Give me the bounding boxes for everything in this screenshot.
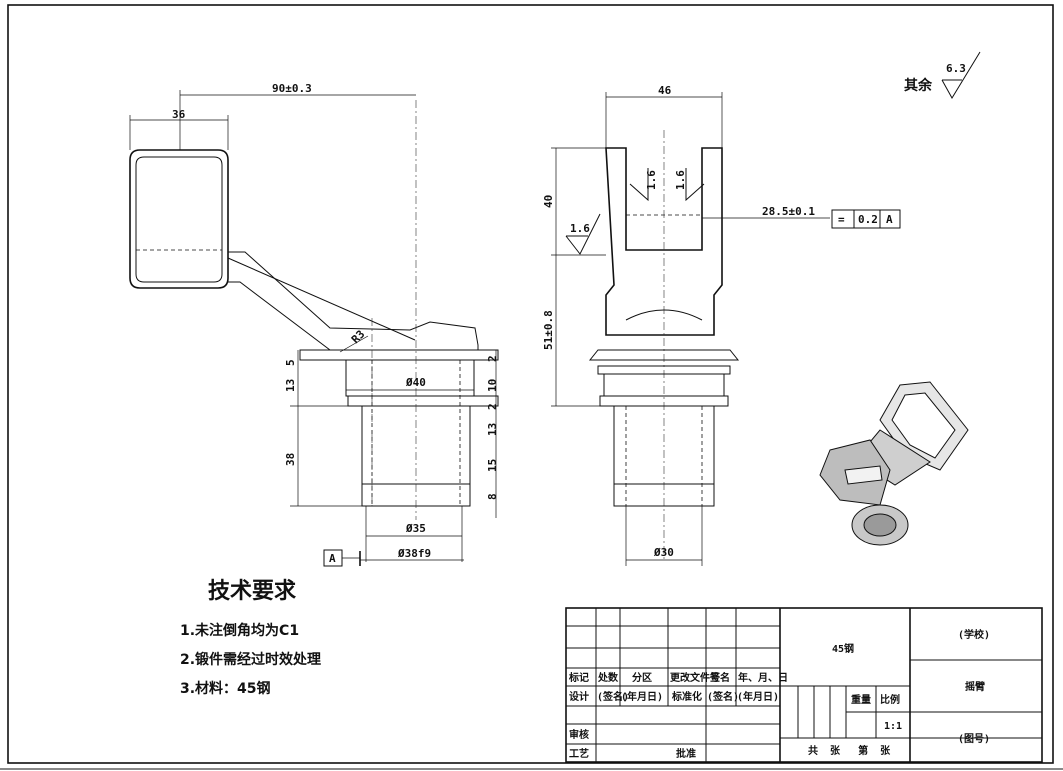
dim-h38: 38 bbox=[284, 453, 297, 466]
tb-scale-value: 1:1 bbox=[884, 721, 902, 732]
dim-d40: Ø40 bbox=[405, 376, 426, 389]
arm-lower-edge bbox=[228, 281, 332, 351]
requirements-title: 技术要求 bbox=[208, 579, 296, 604]
surface-finish-note: 其余 6.3 bbox=[904, 51, 981, 99]
side-top-flange bbox=[588, 349, 740, 361]
dim-h13: 13 bbox=[284, 379, 297, 392]
tb-process: 工艺 bbox=[569, 747, 589, 760]
tb-design-sign: (签名) bbox=[597, 690, 629, 703]
dim-r13: 13 bbox=[486, 423, 499, 436]
tb-date: 年、月、日 bbox=[738, 671, 788, 684]
side-dim-offset: 28.5±0.1 bbox=[762, 205, 815, 218]
tb-count: 处数 bbox=[597, 671, 619, 684]
top-flange bbox=[299, 349, 499, 361]
tb-drawing-no: (图号) bbox=[958, 733, 990, 745]
tb-review: 审核 bbox=[569, 728, 589, 741]
technical-requirements: 技术要求 1.未注倒角均为C1 2.锻件需经过时效处理 3.材料：45钢 bbox=[180, 579, 321, 697]
dim-h5: 5 bbox=[284, 359, 297, 366]
tolerance-datum: A bbox=[886, 213, 893, 226]
surface-finish-label: 其余 bbox=[904, 77, 933, 94]
surface-finish-value: 6.3 bbox=[946, 62, 966, 75]
arm-upper-edge bbox=[228, 251, 479, 350]
tolerance-value: 0.2 bbox=[858, 213, 878, 226]
dim-r8: 8 bbox=[486, 493, 499, 500]
side-dim-h51: 51±0.8 bbox=[542, 310, 555, 350]
dim-r10: 10 bbox=[486, 379, 499, 392]
drawing-frame bbox=[7, 4, 1054, 764]
tb-standard-date: (年月日) bbox=[737, 690, 779, 703]
dim-d35: Ø35 bbox=[405, 522, 426, 535]
tb-sheets: 共 张 第 张 bbox=[808, 744, 891, 757]
handle-outer-outline bbox=[129, 149, 229, 289]
handle-inner-outline bbox=[135, 156, 223, 283]
side-view: 46 40 51±0.8 28.5±0.1 = 0.2 A 1.6 1.6 1.… bbox=[542, 84, 901, 566]
tb-approve: 批准 bbox=[676, 747, 696, 760]
tb-standard-sign: (签名) bbox=[707, 690, 739, 703]
tb-design: 设计 bbox=[569, 690, 589, 703]
tb-zone: 分区 bbox=[632, 671, 652, 684]
requirement-item: 2.锻件需经过时效处理 bbox=[180, 651, 321, 668]
middle-flange bbox=[347, 395, 499, 407]
side-dim-width: 46 bbox=[658, 84, 672, 97]
dim-length: 90±0.3 bbox=[272, 82, 312, 95]
tb-mark: 标记 bbox=[568, 671, 589, 684]
dim-r15: 15 bbox=[486, 459, 499, 472]
roughness-value-1: 1.6 bbox=[645, 170, 658, 190]
side-shaft-end bbox=[613, 483, 715, 507]
roughness-value-2: 1.6 bbox=[674, 170, 687, 190]
fork-outline bbox=[605, 147, 723, 336]
tb-school: (学校) bbox=[958, 628, 990, 641]
dim-r2b: 2 bbox=[486, 403, 499, 410]
dim-radius: R3 bbox=[349, 328, 368, 347]
dim-d38: Ø38f9 bbox=[397, 547, 431, 560]
title-block: 标记 处数 分区 更改文件号 签名 年、月、日 设计 (签名) (年月日) 标准… bbox=[565, 607, 1043, 763]
tb-material: 45钢 bbox=[832, 642, 854, 655]
front-view: 90±0.3 36 R3 5 13 38 2 10 2 13 15 8 Ø40 … bbox=[129, 82, 499, 567]
side-dim-h40: 40 bbox=[542, 195, 555, 208]
side-dim-d30: Ø30 bbox=[653, 546, 674, 559]
tb-part-name: 摇臂 bbox=[965, 680, 985, 693]
dim-width: 36 bbox=[172, 108, 186, 121]
datum-label: A bbox=[329, 552, 336, 565]
tolerance-frame: = 0.2 A bbox=[831, 209, 901, 229]
roughness-marks: 1.6 1.6 1.6 bbox=[565, 168, 705, 255]
requirement-item: 1.未注倒角均为C1 bbox=[180, 622, 299, 639]
tb-signature: 签名 bbox=[709, 671, 730, 684]
dim-r2a: 2 bbox=[486, 355, 499, 362]
tb-change-doc: 更改文件号 bbox=[670, 671, 720, 684]
tb-scale-label: 比例 bbox=[880, 693, 900, 706]
tb-design-date: (年月日) bbox=[621, 690, 663, 703]
roughness-symbol-icon bbox=[941, 51, 981, 99]
tb-weight: 重量 bbox=[851, 693, 871, 706]
requirement-item: 3.材料：45钢 bbox=[180, 680, 271, 697]
roughness-value-3: 1.6 bbox=[570, 222, 590, 235]
tb-standard: 标准化 bbox=[671, 690, 702, 703]
isometric-view bbox=[819, 381, 969, 546]
tolerance-symbol: = bbox=[838, 213, 845, 226]
